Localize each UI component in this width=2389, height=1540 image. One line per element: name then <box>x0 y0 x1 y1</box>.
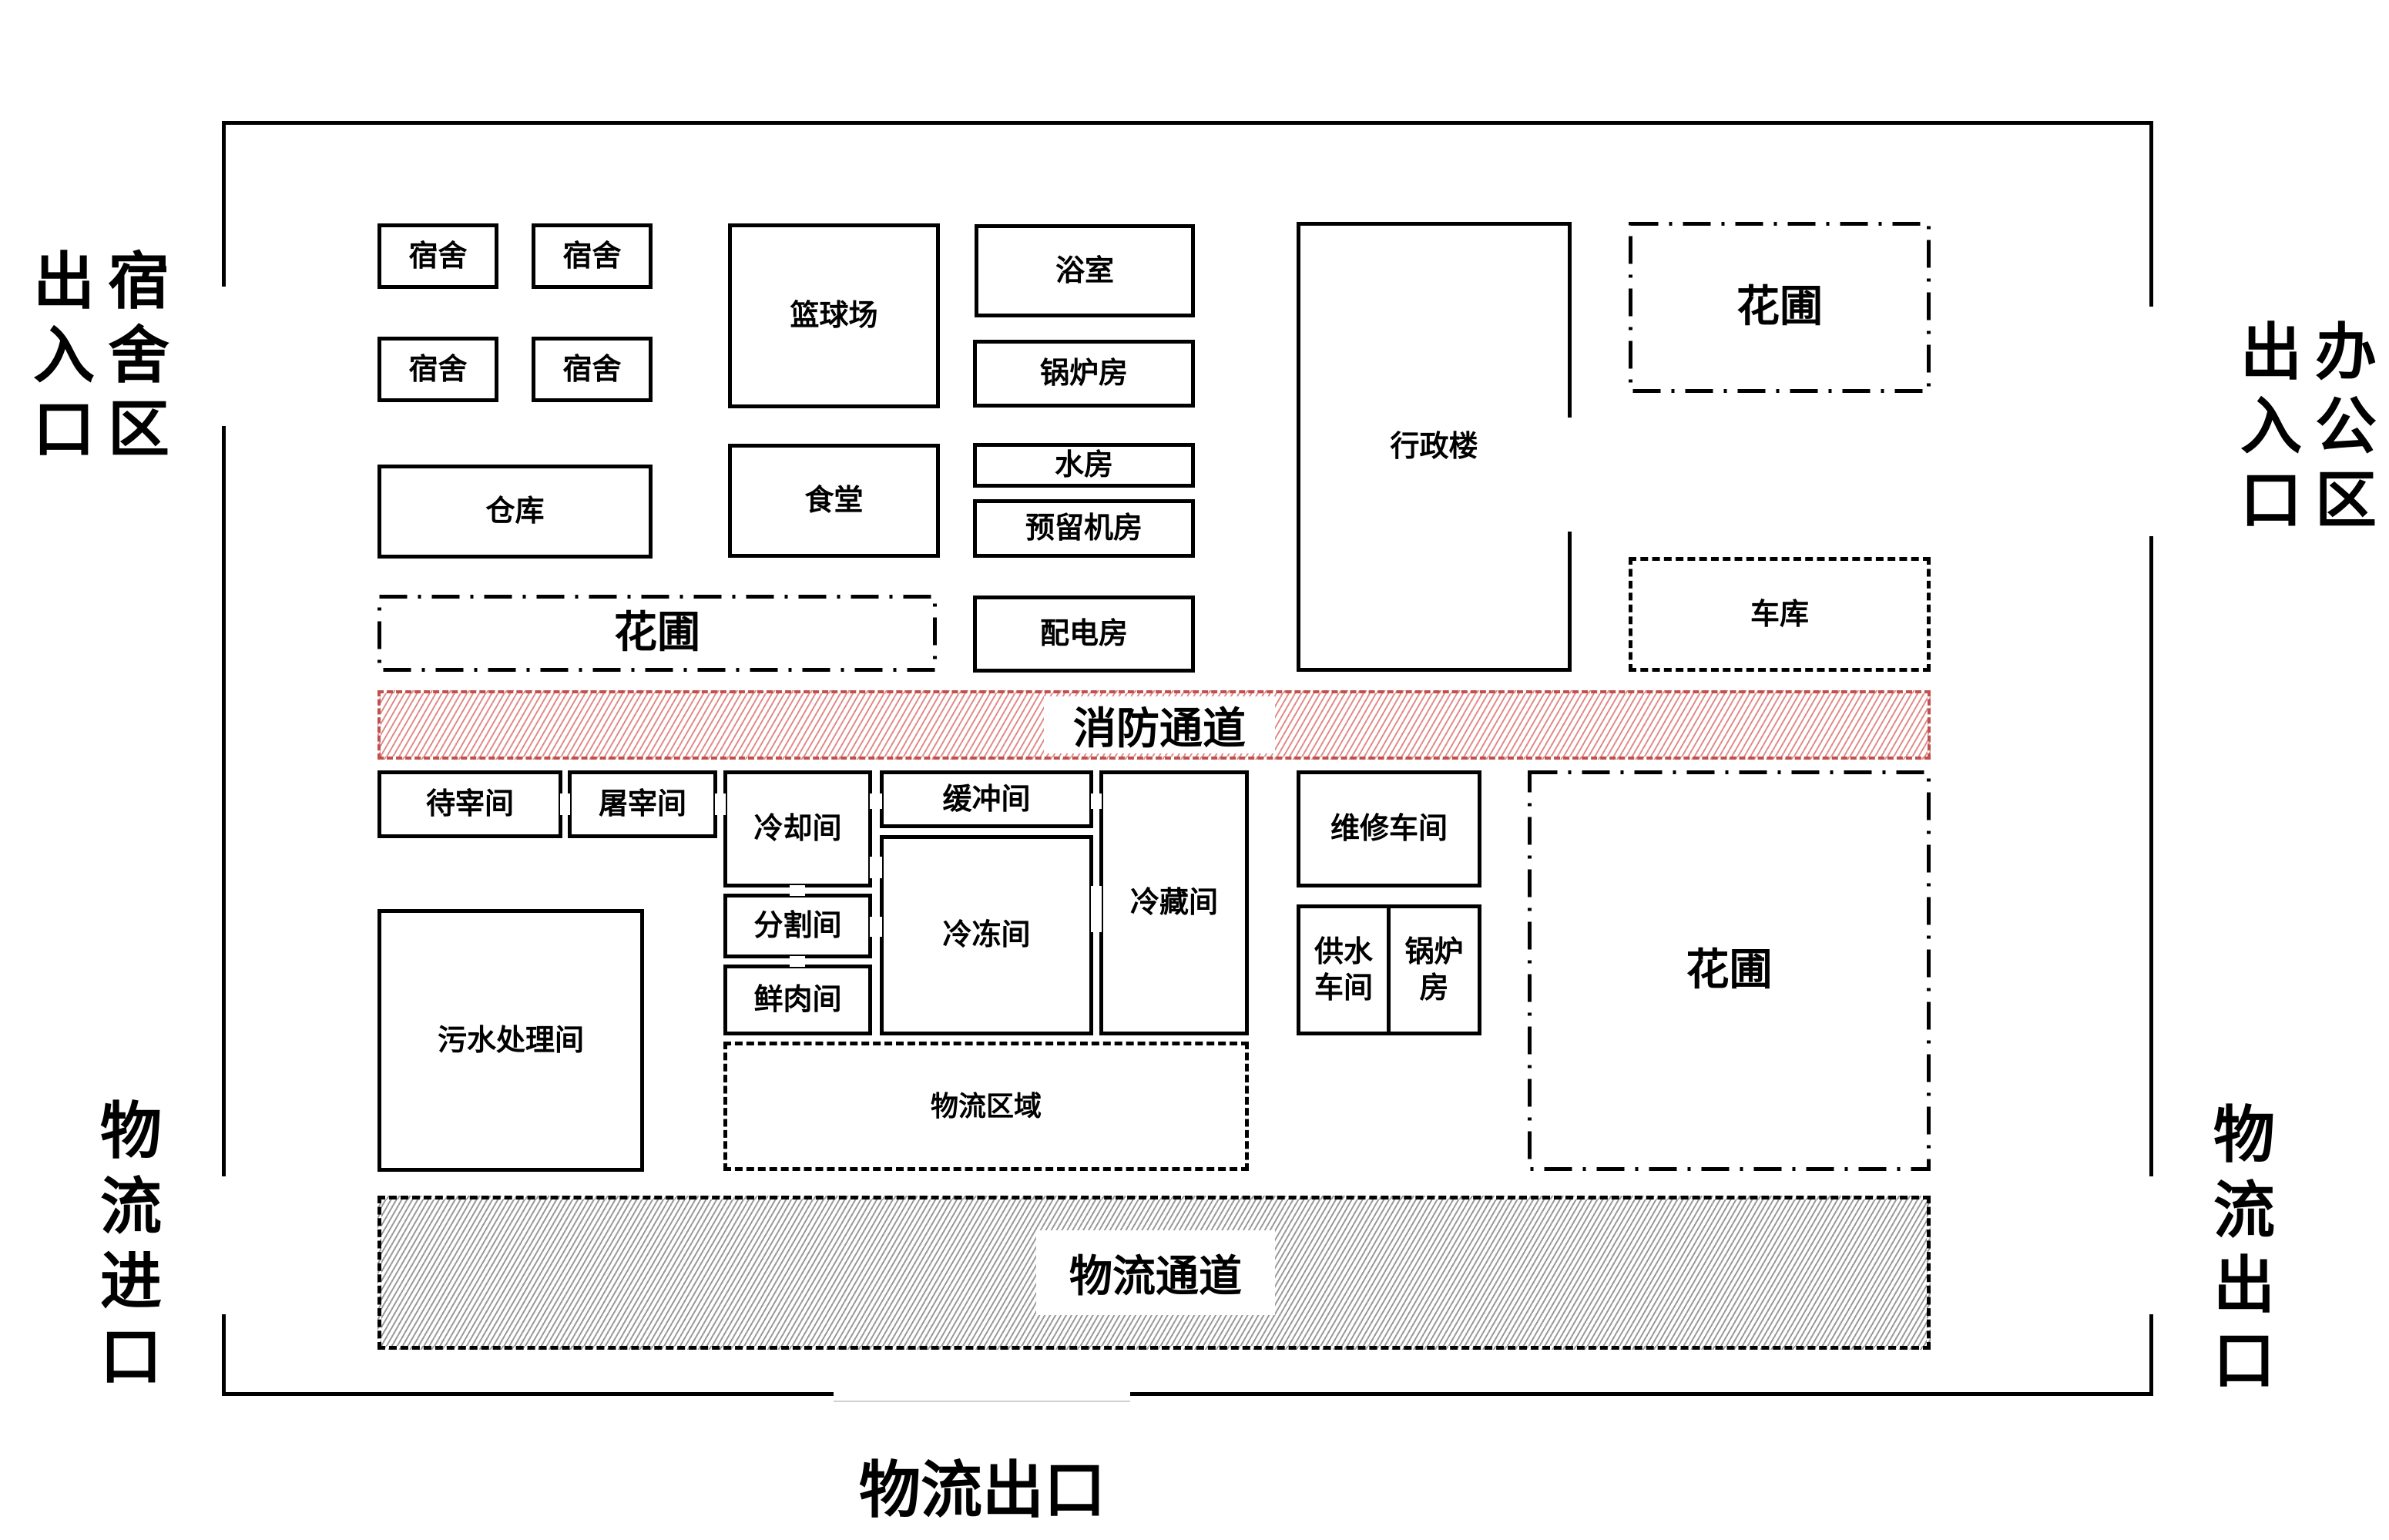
door-cutting-freezer[interactable] <box>870 917 882 937</box>
bathroom-room[interactable]: 浴室 <box>975 224 1195 317</box>
door-cutting-fresh-meat[interactable] <box>790 956 805 967</box>
site-wall-left <box>222 426 226 1176</box>
warehouse[interactable]: 仓库 <box>377 465 653 559</box>
site-wall-left <box>222 1314 226 1396</box>
slaughter-room[interactable]: 屠宰间 <box>568 770 717 838</box>
door-cooling-freezer[interactable] <box>870 857 882 878</box>
canteen[interactable]: 食堂 <box>728 444 940 558</box>
dorm-3[interactable]: 宿舍 <box>377 337 498 402</box>
boiler-room-bottom[interactable]: 锅炉房 <box>1387 904 1481 1035</box>
fire-lane-label: 消防通道 <box>1044 696 1275 754</box>
door-buffer-cold-storage[interactable] <box>1091 793 1102 809</box>
garden-bottom-right-border <box>1528 770 1931 1171</box>
cold-storage-room[interactable]: 冷藏间 <box>1099 770 1249 1035</box>
water-supply-workshop[interactable]: 供水车间 <box>1297 904 1391 1035</box>
fresh-meat-room[interactable]: 鲜肉间 <box>723 965 872 1035</box>
dorm-1[interactable]: 宿舍 <box>377 223 498 289</box>
door-lairage-slaughter[interactable] <box>560 793 570 815</box>
sewage-treatment[interactable]: 污水处理间 <box>377 909 644 1172</box>
label-logistics-out-bottom: 物流出口 <box>859 1454 1106 1526</box>
admin-building[interactable]: 行政楼 <box>1297 222 1572 672</box>
garden-left-border <box>377 595 937 672</box>
label-dorm-entrance: 出入口 <box>33 246 95 465</box>
logistics-lane-label: 物流通道 <box>1036 1230 1275 1315</box>
water-supply-workshop-label: 供水车间 <box>1314 934 1373 1005</box>
label-logistics-out-right: 物流出口 <box>2213 1099 2275 1397</box>
site-wall-right <box>2149 1314 2153 1396</box>
boiler-room-bottom-label: 锅炉房 <box>1404 934 1464 1005</box>
basketball-court[interactable]: 篮球场 <box>728 223 940 408</box>
gate-logistics-in[interactable] <box>216 1176 231 1314</box>
door-freezer-cold-storage[interactable] <box>1091 886 1102 932</box>
gate-office-entrance[interactable] <box>2143 307 2159 536</box>
repair-workshop[interactable]: 维修车间 <box>1297 770 1481 887</box>
cutting-room[interactable]: 分割间 <box>723 894 872 958</box>
label-dorm-zone: 宿舍区 <box>108 246 169 465</box>
site-wall-bottom <box>222 1392 834 1396</box>
label-office-entrance: 出入口 <box>2240 317 2302 536</box>
site-wall-right <box>2149 121 2153 307</box>
dorm-4[interactable]: 宿舍 <box>532 337 653 402</box>
garden-left[interactable]: 花圃 <box>614 608 700 658</box>
cooling-room[interactable]: 冷却间 <box>723 770 872 887</box>
label-logistics-in: 物流进口 <box>100 1095 162 1393</box>
reserved-machine-room[interactable]: 预留机房 <box>973 499 1195 558</box>
site-wall-top <box>223 121 2153 125</box>
admin-building-door[interactable] <box>1568 418 1575 532</box>
site-wall-right <box>2149 536 2153 1176</box>
site-wall-left <box>222 121 226 287</box>
garden-top-right-border <box>1629 222 1931 393</box>
door-cooling-cutting[interactable] <box>790 885 805 896</box>
buffer-room[interactable]: 缓冲间 <box>880 770 1093 828</box>
freezer-room[interactable]: 冷冻间 <box>880 835 1093 1035</box>
gate-logistics-out-bottom[interactable] <box>834 1387 1130 1402</box>
garden-top-right[interactable]: 花圃 <box>1736 282 1823 332</box>
label-office-zone: 办公区 <box>2315 317 2377 536</box>
power-distribution-room[interactable]: 配电房 <box>973 596 1195 673</box>
gate-dorm-entrance[interactable] <box>216 287 231 426</box>
gate-logistics-out-right[interactable] <box>2143 1176 2159 1314</box>
lairage[interactable]: 待宰间 <box>377 770 562 838</box>
water-room[interactable]: 水房 <box>973 443 1195 488</box>
boiler-room-top[interactable]: 锅炉房 <box>973 340 1195 408</box>
garage[interactable]: 车库 <box>1629 557 1931 672</box>
garden-bottom-right[interactable]: 花圃 <box>1686 945 1773 995</box>
door-slaughter-cooling[interactable] <box>715 793 726 815</box>
logistics-area[interactable]: 物流区域 <box>723 1042 1249 1171</box>
dorm-2[interactable]: 宿舍 <box>532 223 653 289</box>
site-wall-bottom <box>1130 1392 2153 1396</box>
door-cooling-buffer[interactable] <box>870 793 882 809</box>
